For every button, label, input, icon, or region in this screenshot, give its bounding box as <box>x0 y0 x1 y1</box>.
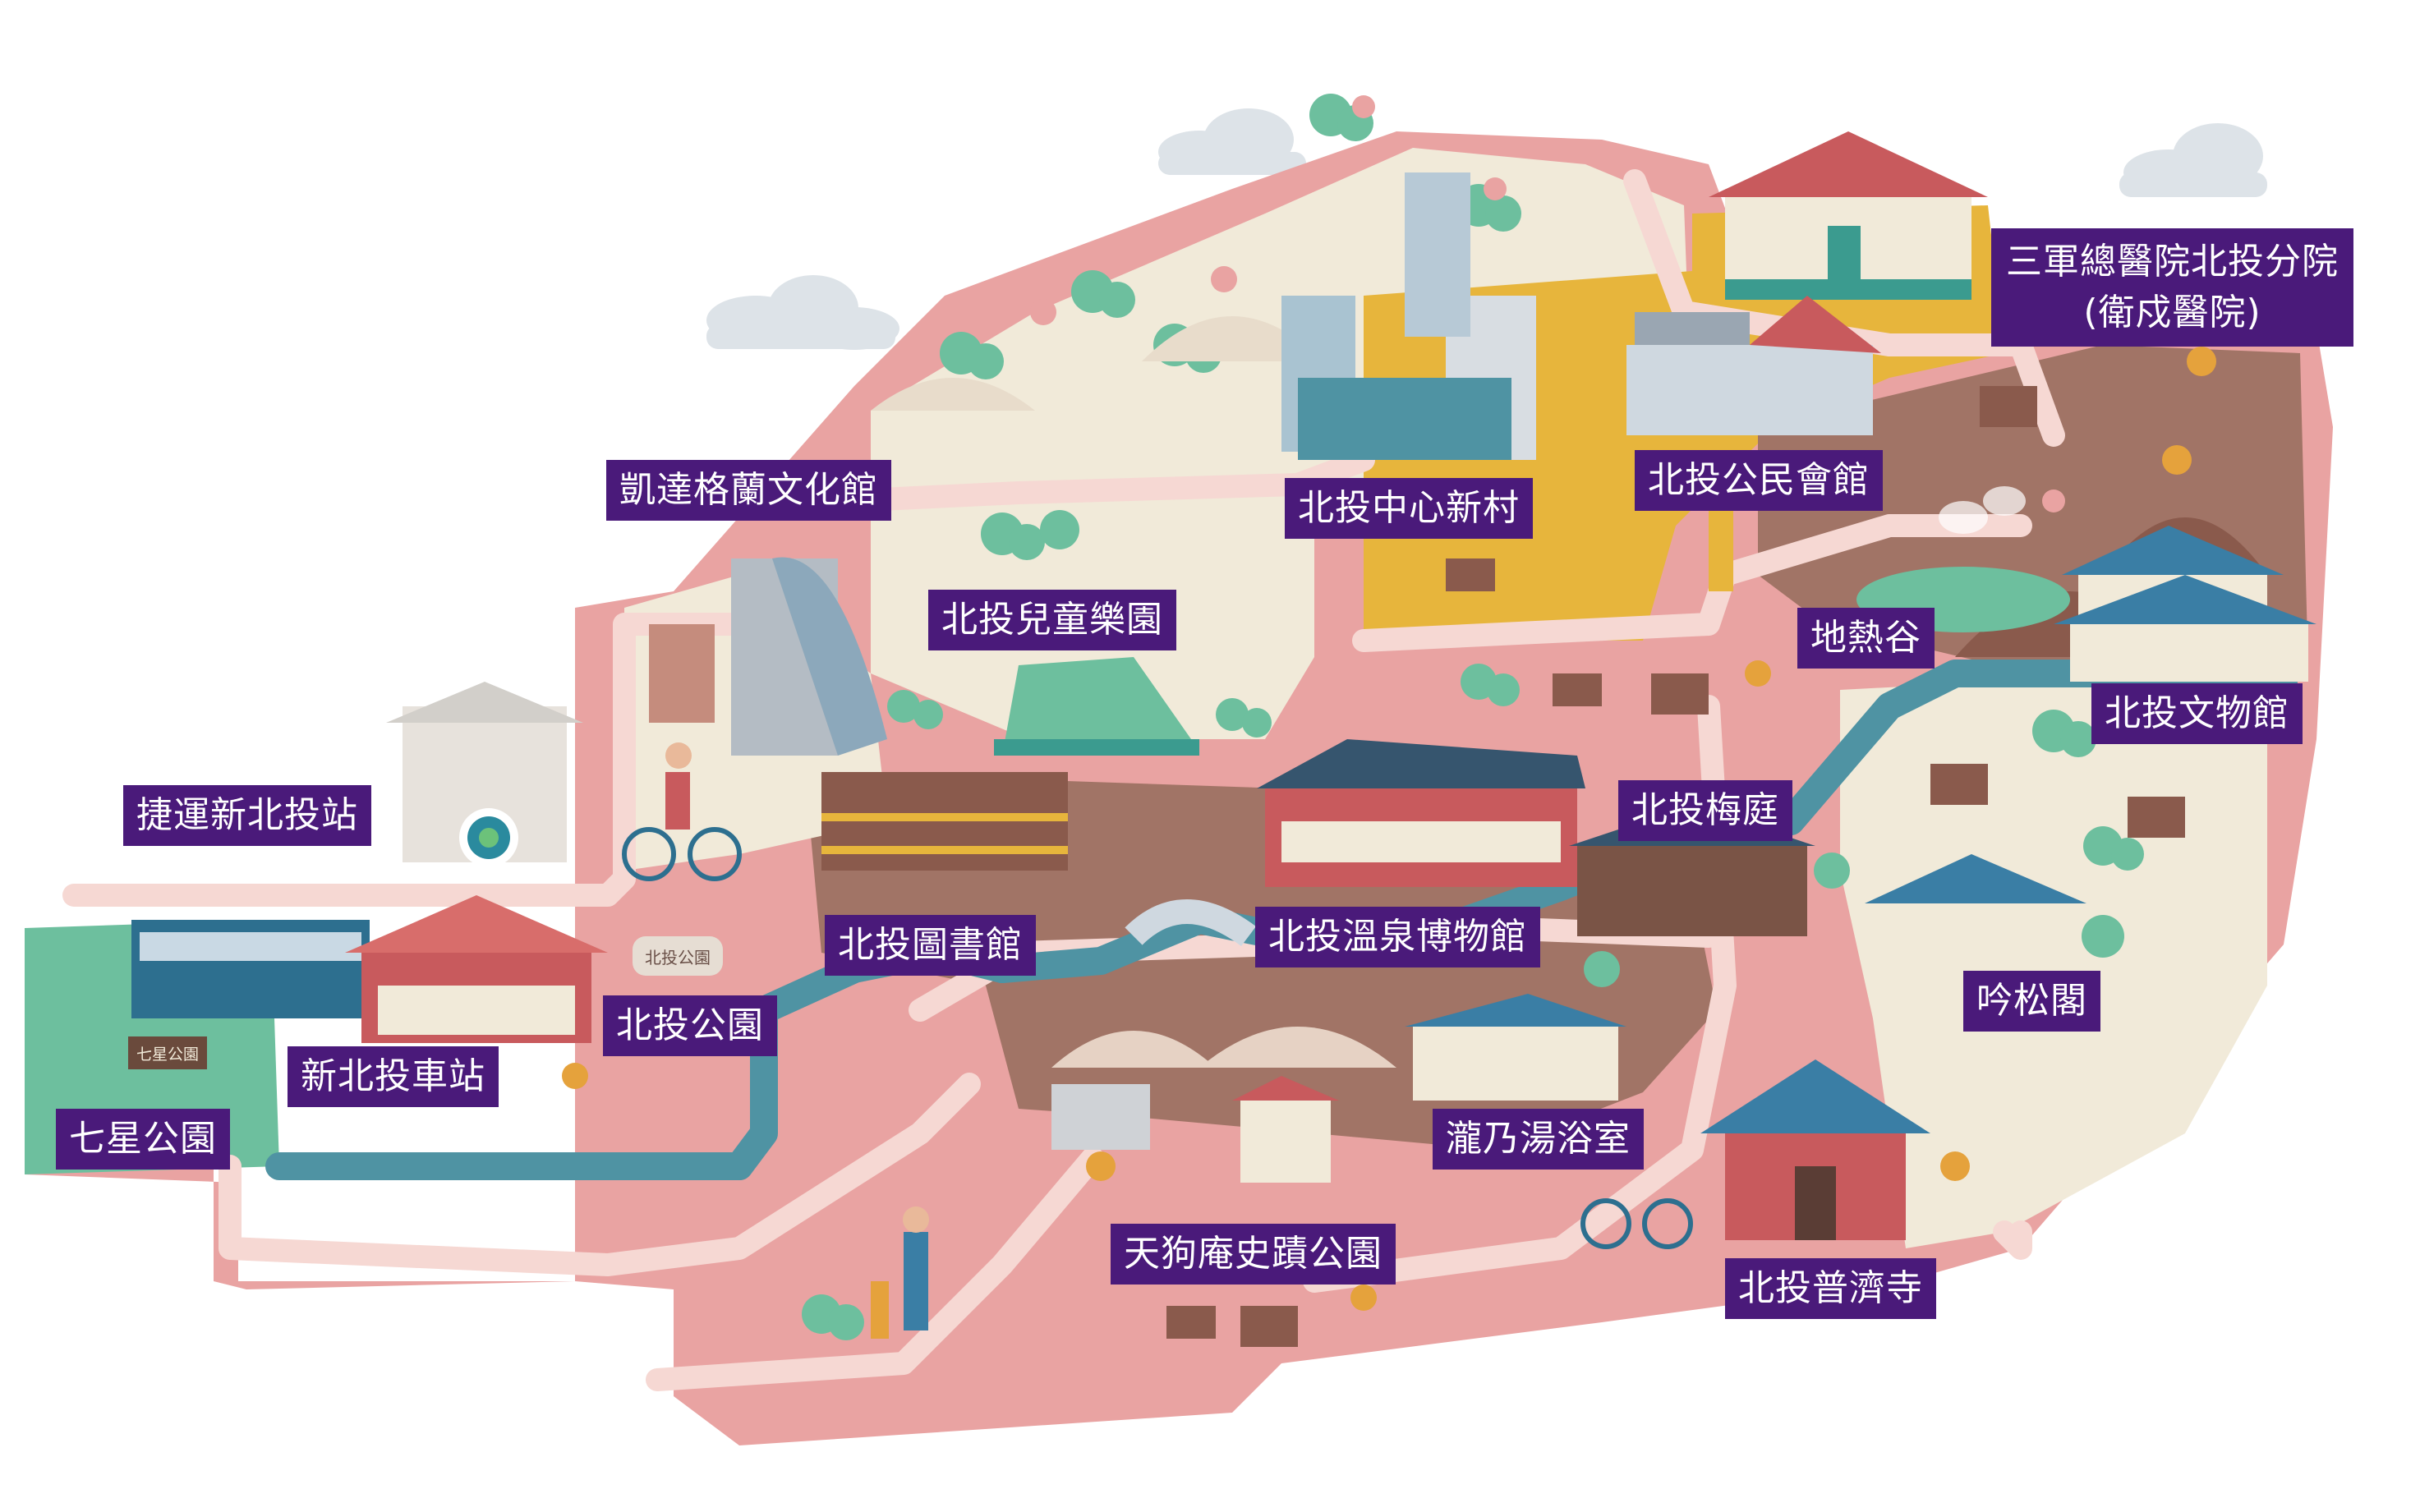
label-sanjun-hospital[interactable]: 三軍總醫院北投分院 (衛戍醫院) <box>1991 228 2353 347</box>
label-sanjun-hospital-line1: 三軍總醫院北投分院 <box>2006 241 2339 283</box>
beitou-park-stone-sign: 北投公園 <box>645 948 711 967</box>
label-xinbeitou-mrt[interactable]: 捷運新北投站 <box>123 785 371 846</box>
label-museum-of-artifacts[interactable]: 北投文物館 <box>2091 683 2303 744</box>
hot-spring-museum-building <box>1125 739 1585 947</box>
label-hot-spring-museum[interactable]: 北投溫泉博物館 <box>1255 907 1540 967</box>
buildings <box>131 131 2316 1347</box>
museum-artifacts-building <box>2054 575 2316 682</box>
label-thermal-valley[interactable]: 地熱谷 <box>1797 608 1935 669</box>
label-yinsongge[interactable]: 吟松閣 <box>1963 971 2100 1032</box>
label-plum-garden[interactable]: 北投梅庭 <box>1618 780 1792 841</box>
childrens-park-structure <box>994 657 1199 756</box>
yinsongge-building <box>1865 854 2086 977</box>
park-signs: 北投公園 七星公園 <box>128 936 723 1069</box>
tiangouan-structure <box>1051 1076 1339 1183</box>
label-sanjun-hospital-line2: (衛戍醫院) <box>2083 292 2261 333</box>
label-tiangouan[interactable]: 天狗庵史蹟公園 <box>1111 1224 1396 1285</box>
ketagalan-building <box>649 557 887 756</box>
label-zhongxin-village[interactable]: 北投中心新村 <box>1285 478 1533 539</box>
label-beitou-park[interactable]: 北投公園 <box>603 995 777 1056</box>
clouds <box>706 108 2267 350</box>
label-ketagalan[interactable]: 凱達格蘭文化館 <box>606 460 891 521</box>
zhongxin-buildings <box>1281 172 1536 460</box>
puji-temple-building <box>1700 1059 1930 1240</box>
label-longnaitang[interactable]: 瀧乃湯浴室 <box>1433 1109 1644 1170</box>
label-civic-hall[interactable]: 北投公民會館 <box>1635 450 1883 511</box>
label-library[interactable]: 北投圖書館 <box>825 915 1036 976</box>
library-building <box>821 772 1068 871</box>
label-puji-temple[interactable]: 北投普濟寺 <box>1725 1258 1936 1319</box>
station-buildings <box>131 895 608 1043</box>
longnaitang-building <box>1405 994 1626 1101</box>
civic-hall-building <box>1626 296 1881 435</box>
label-childrens-park[interactable]: 北投兒童樂園 <box>928 590 1176 650</box>
hospital-building <box>1709 131 1988 300</box>
label-qixing-park[interactable]: 七星公園 <box>56 1109 230 1170</box>
mrt-gate <box>386 682 583 867</box>
label-xinbeitou-station[interactable]: 新北投車站 <box>288 1046 499 1107</box>
qixing-park-board-sign: 七星公園 <box>136 1046 199 1064</box>
